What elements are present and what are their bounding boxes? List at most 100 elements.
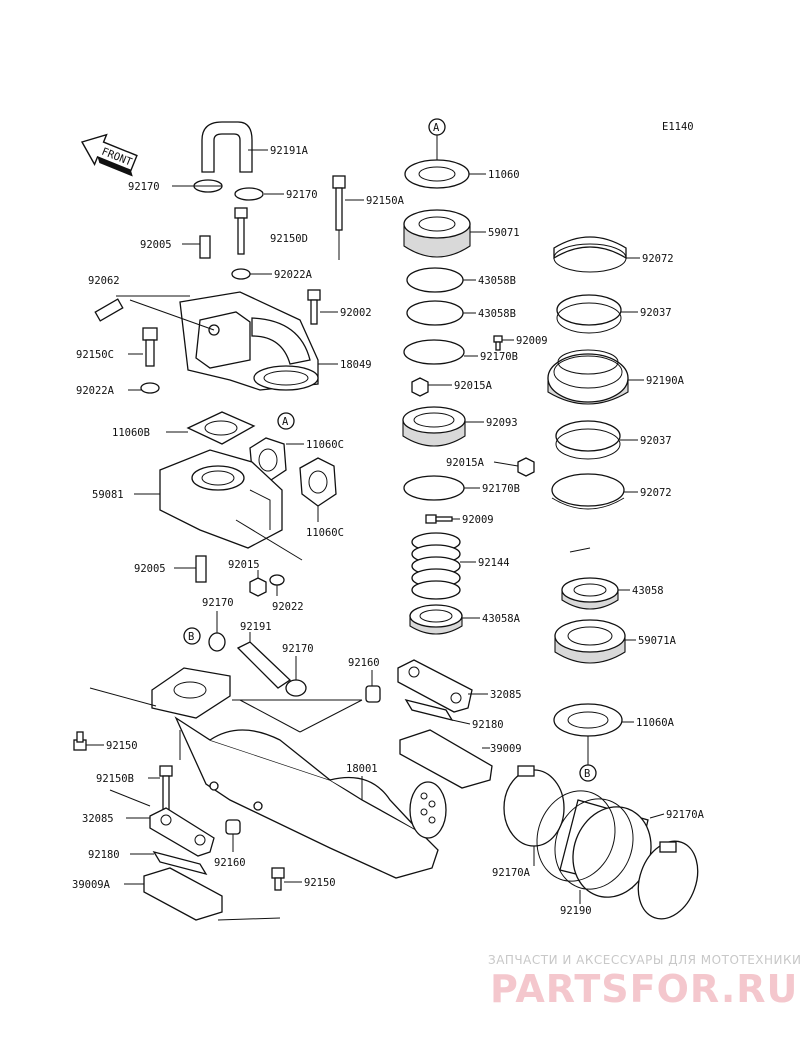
callout-a-manifold-label: A [282,416,289,428]
label-92150C: 92150C [76,349,114,361]
label-92170A-left: 92170A [492,867,531,879]
gasket-11060A [553,703,623,737]
seal-43058 [561,577,619,610]
bolt-92150D [234,207,248,255]
plate-92180-left [152,850,208,876]
label-92002: 92002 [340,307,372,319]
bracket-32085-mid [397,659,473,713]
spring-92144 [411,532,461,600]
diagram-code: E1140 [662,121,694,133]
bearing-59071 [403,209,471,258]
label-92190A: 92190A [646,375,685,387]
label-11060A: 11060A [636,717,675,729]
label-92150D: 92150D [270,233,308,245]
hose-92191A [201,121,253,173]
clamp-92170-lower [285,679,307,697]
label-92150-left: 92150 [106,740,138,752]
callout-b-pipe [183,627,201,645]
label-92180-left: 92180 [88,849,120,861]
bolt-92150A [332,175,346,260]
label-92150-lower: 92150 [304,877,336,889]
label-92022A-top: 92022A [274,269,313,281]
watermark: ЗАПЧАСТИ И АКСЕССУАРЫ ДЛЯ МОТОТЕХНИКИ PA… [488,953,800,1011]
callout-b-right-label: B [584,768,590,780]
bracket-32085-left [149,807,215,857]
label-92170-a: 92170 [128,181,160,193]
o-ring-43058B-2 [406,300,464,326]
label-11060C-lower: 11060C [306,527,344,539]
gasket-11060C-lower [299,457,337,507]
label-32085-mid: 32085 [490,689,522,701]
nut-92015 [249,577,267,597]
bolt-92150B [159,765,173,811]
bolt-92150-lower [271,867,285,891]
label-92072-lower: 92072 [640,487,672,499]
label-92009-lower: 92009 [462,514,494,526]
part-labels: 92191A 92170 92170 92150A 92150D 92005 9… [72,145,705,917]
washer-92022A-lower [140,382,160,394]
rubber-mount-39009 [399,729,493,789]
bearing-59071A [554,619,626,664]
label-59071: 59071 [488,227,520,239]
washer-92022 [269,574,285,586]
label-43058A: 43058A [482,613,521,625]
label-11060B: 11060B [112,427,150,439]
circlip-92170B-upper [403,339,465,365]
label-11060: 11060 [488,169,520,181]
label-92022A-lower: 92022A [76,385,115,397]
label-59071A: 59071A [638,635,677,647]
band-92072-top [553,236,627,273]
boot-92190A [547,349,629,405]
label-92170B-upper: 92170B [480,351,518,363]
clamp-92037-top [556,294,622,334]
exhaust-manifold-18049 [179,291,319,391]
label-92170-b: 92170 [286,189,318,201]
label-92160-left: 92160 [214,857,246,869]
label-92180-mid: 92180 [472,719,504,731]
screw-92009-lower [425,514,453,524]
stud-92005-lower [195,555,207,583]
watermark-caption: ЗАПЧАСТИ И АКСЕССУАРЫ ДЛЯ МОТОТЕХНИКИ [488,953,800,967]
label-92005-top: 92005 [140,239,172,251]
label-39009: 39009 [490,743,522,755]
label-92160-mid: 92160 [348,657,380,669]
label-92190: 92190 [560,905,592,917]
label-59081: 59081 [92,489,124,501]
stud-92005-top [199,235,211,259]
label-92170-lower: 92170 [282,643,314,655]
label-92062: 92062 [88,275,120,287]
label-92150A: 92150A [366,195,405,207]
label-18049: 18049 [340,359,372,371]
gasket-11060 [404,159,470,189]
label-92150B: 92150B [96,773,134,785]
label-32085-left: 32085 [82,813,114,825]
label-11060C-upper: 11060C [306,439,344,451]
label-18001: 18001 [346,763,378,775]
label-43058B-2: 43058B [478,308,516,320]
label-92015: 92015 [228,559,260,571]
bushing-92160-left [225,819,241,835]
screw-92009-top [493,335,503,351]
label-92015A-upper: 92015A [454,380,493,392]
washer-92022A-top [231,268,251,280]
label-39009A: 39009A [72,879,111,891]
circlip-92170B-lower [403,475,465,501]
callout-a-top-label: A [433,122,440,134]
clamp-92170-mid [208,632,226,652]
callout-a-manifold [277,412,295,430]
label-92072-top: 92072 [642,253,674,265]
label-92093: 92093 [486,417,518,429]
label-92170B-lower: 92170B [482,483,520,495]
seal-43058A [409,604,463,635]
bolt-92150C [142,327,158,367]
label-92144: 92144 [478,557,510,569]
bolt-92002 [307,289,321,325]
leader-lines [86,135,665,921]
label-43058B-1: 43058B [478,275,516,287]
clamp-92170-right [234,187,264,201]
bolt-92150-left [73,731,87,751]
label-43058: 43058 [632,585,664,597]
exhaust-pipe-18001 [151,667,447,879]
